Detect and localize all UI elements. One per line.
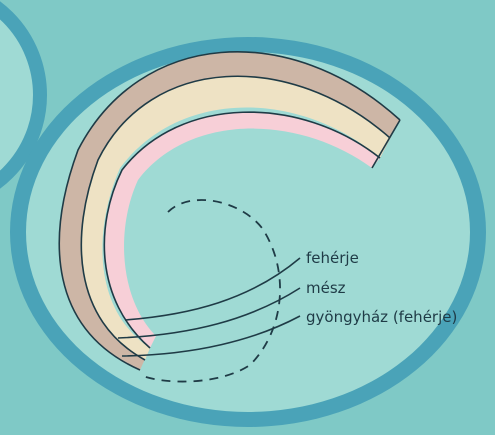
label-nacre: gyöngyház (fehérje): [306, 308, 457, 326]
label-lime: mész: [306, 279, 346, 297]
label-protein: fehérje: [306, 249, 359, 267]
